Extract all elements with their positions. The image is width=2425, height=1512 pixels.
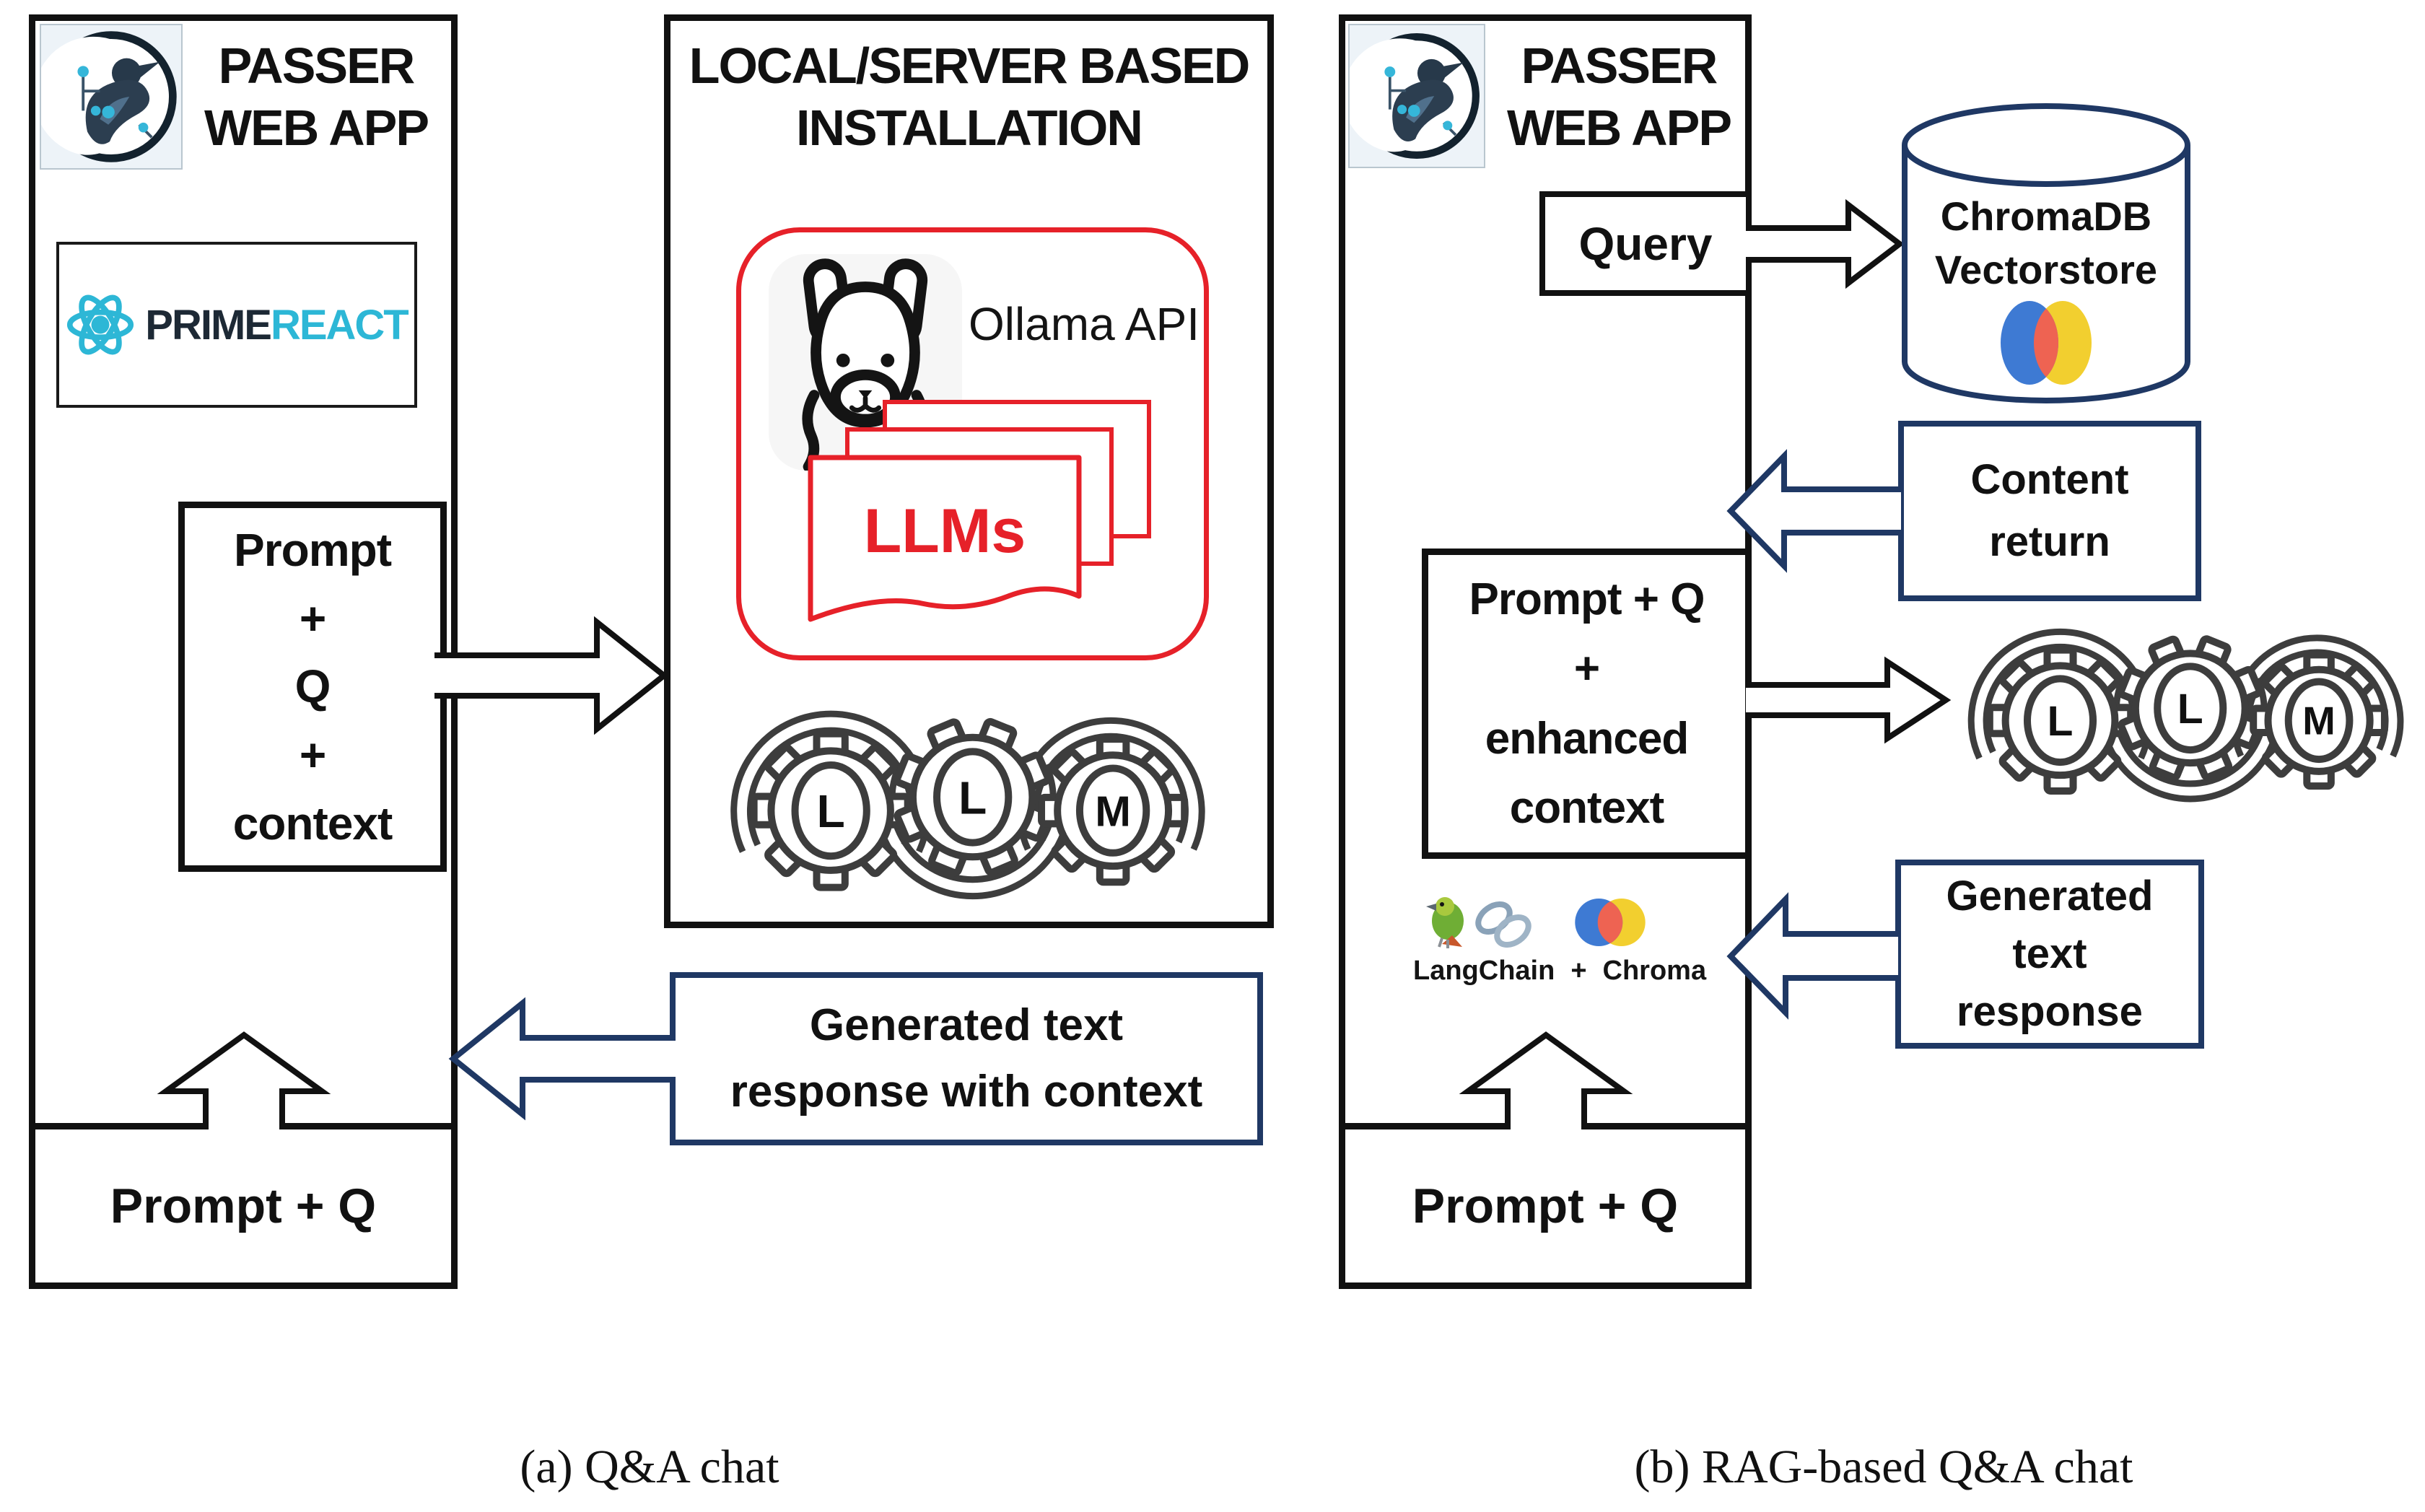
caption-a: (a) Q&A chat bbox=[520, 1441, 779, 1493]
llms-card-stack: LLMs bbox=[808, 400, 1158, 642]
primereact-icon bbox=[67, 294, 134, 355]
right-panel-title-line1: PASSER bbox=[1521, 38, 1718, 94]
plus-line: + bbox=[299, 729, 326, 782]
arrow-content-return bbox=[1729, 453, 1901, 569]
langchain-icon bbox=[1426, 897, 1532, 948]
prompt-enh-line2: + bbox=[1573, 644, 1600, 694]
plus-label: + bbox=[1570, 956, 1587, 986]
llms-label: LLMs bbox=[864, 497, 1026, 566]
generated-response-line1: Generated text bbox=[809, 1000, 1124, 1050]
generated-line1: Generated bbox=[1946, 873, 2154, 919]
prompt-enh-line3: enhanced bbox=[1485, 713, 1689, 764]
chromadb-labels: ChromaDB Vectorstore bbox=[1898, 190, 2194, 297]
generated-response-line2: response with context bbox=[730, 1067, 1203, 1116]
left-prompt-q-label: Prompt + Q bbox=[110, 1179, 377, 1233]
arrow-prompt-to-server bbox=[434, 621, 667, 730]
langchain-label: LangChain bbox=[1413, 956, 1555, 986]
gear-letter: M bbox=[1095, 787, 1131, 835]
passer-logo bbox=[34, 24, 183, 170]
chromadb-cylinder: ChromaDB Vectorstore bbox=[1898, 89, 2194, 414]
bird-logo-icon bbox=[34, 31, 177, 162]
gear-letter: M bbox=[2302, 699, 2336, 743]
server-title-line1: LOCAL/SERVER BASED bbox=[689, 38, 1251, 94]
primereact-box: PRIMEREACT bbox=[56, 242, 417, 408]
primereact-word-react: REACT bbox=[270, 301, 409, 349]
arrow-query-to-chromadb bbox=[1746, 204, 1902, 284]
caption-b: (b) RAG-based Q&A chat bbox=[1634, 1441, 2133, 1493]
query-label: Query bbox=[1578, 217, 1713, 270]
server-panel-title: LOCAL/SERVER BASED INSTALLATION bbox=[671, 35, 1267, 159]
arrow-promptq-up-right bbox=[1467, 1034, 1625, 1129]
server-title-line2: INSTALLATION bbox=[796, 100, 1143, 156]
prompt-q-context-box: Prompt + Q + context bbox=[178, 502, 447, 872]
gear-letter: L bbox=[2177, 686, 2203, 733]
left-prompt-q-box: Prompt + Q bbox=[29, 1123, 458, 1289]
gear-letter: L bbox=[817, 785, 845, 837]
arrow-promptq-up-left bbox=[165, 1034, 323, 1129]
llm-gears-left: L L bbox=[707, 699, 1231, 917]
right-panel-title: PASSER WEB APP bbox=[1493, 35, 1745, 159]
generated-text-response-box: Generated text response bbox=[1895, 860, 2204, 1049]
cylinder-shape bbox=[1902, 103, 2190, 403]
generated-response-context-box: Generated text response with context bbox=[670, 972, 1263, 1145]
right-prompt-q-label: Prompt + Q bbox=[1412, 1179, 1679, 1233]
gear-letter: L bbox=[2048, 698, 2074, 745]
left-panel-title: PASSER WEB APP bbox=[182, 35, 450, 159]
prompt-enh-line1: Prompt + Q bbox=[1469, 574, 1705, 624]
ollama-api-label: Ollama API bbox=[968, 298, 1200, 350]
ollama-api-box: Ollama API LLMs bbox=[736, 227, 1209, 660]
arrow-generated-response bbox=[1729, 896, 1898, 1015]
generated-line2: text bbox=[2012, 930, 2087, 977]
content-return-box: Content return bbox=[1898, 421, 2201, 601]
langchain-chroma-group: LangChain + Chroma bbox=[1413, 893, 1706, 995]
chromadb-line1: ChromaDB bbox=[1940, 193, 2152, 239]
prompt-q-enhanced-box: Prompt + Q + enhanced context bbox=[1422, 549, 1752, 859]
right-panel-title-line2: WEB APP bbox=[1506, 100, 1732, 156]
chroma-icon bbox=[1575, 899, 1646, 946]
passer-logo-right bbox=[1342, 24, 1485, 168]
content-return-line2: return bbox=[1989, 518, 2110, 565]
bird-logo-icon bbox=[1342, 33, 1480, 159]
context-line: context bbox=[232, 797, 393, 850]
query-box: Query bbox=[1539, 191, 1752, 296]
chromadb-line2: Vectorstore bbox=[1934, 247, 2158, 292]
chroma-logo-icon bbox=[2001, 301, 2092, 385]
arrow-prompt-to-llm bbox=[1746, 660, 1948, 740]
chroma-label: Chroma bbox=[1602, 956, 1707, 986]
plus-line: + bbox=[299, 592, 326, 644]
llm-gears-right: L L bbox=[1947, 618, 2425, 818]
right-prompt-q-box: Prompt + Q bbox=[1339, 1123, 1752, 1289]
left-panel-title-line2: WEB APP bbox=[204, 100, 429, 156]
llama-icon bbox=[802, 258, 929, 473]
langchain-chroma-labels: LangChain + Chroma bbox=[1413, 956, 1706, 987]
content-return-line1: Content bbox=[1970, 456, 2129, 503]
arrow-response-to-webapp bbox=[452, 1000, 676, 1118]
gear-letter: L bbox=[958, 772, 987, 823]
prompt-line: Prompt bbox=[234, 523, 392, 576]
primereact-word-prime: PRIME bbox=[145, 301, 272, 349]
q-line: Q bbox=[294, 660, 331, 713]
generated-line3: response bbox=[1957, 988, 2143, 1035]
llm-card-front: LLMs bbox=[808, 455, 1082, 622]
left-panel-title-line1: PASSER bbox=[218, 38, 416, 94]
primereact-wordmark: PRIMEREACT bbox=[145, 301, 409, 349]
prompt-enh-line4: context bbox=[1509, 783, 1664, 834]
